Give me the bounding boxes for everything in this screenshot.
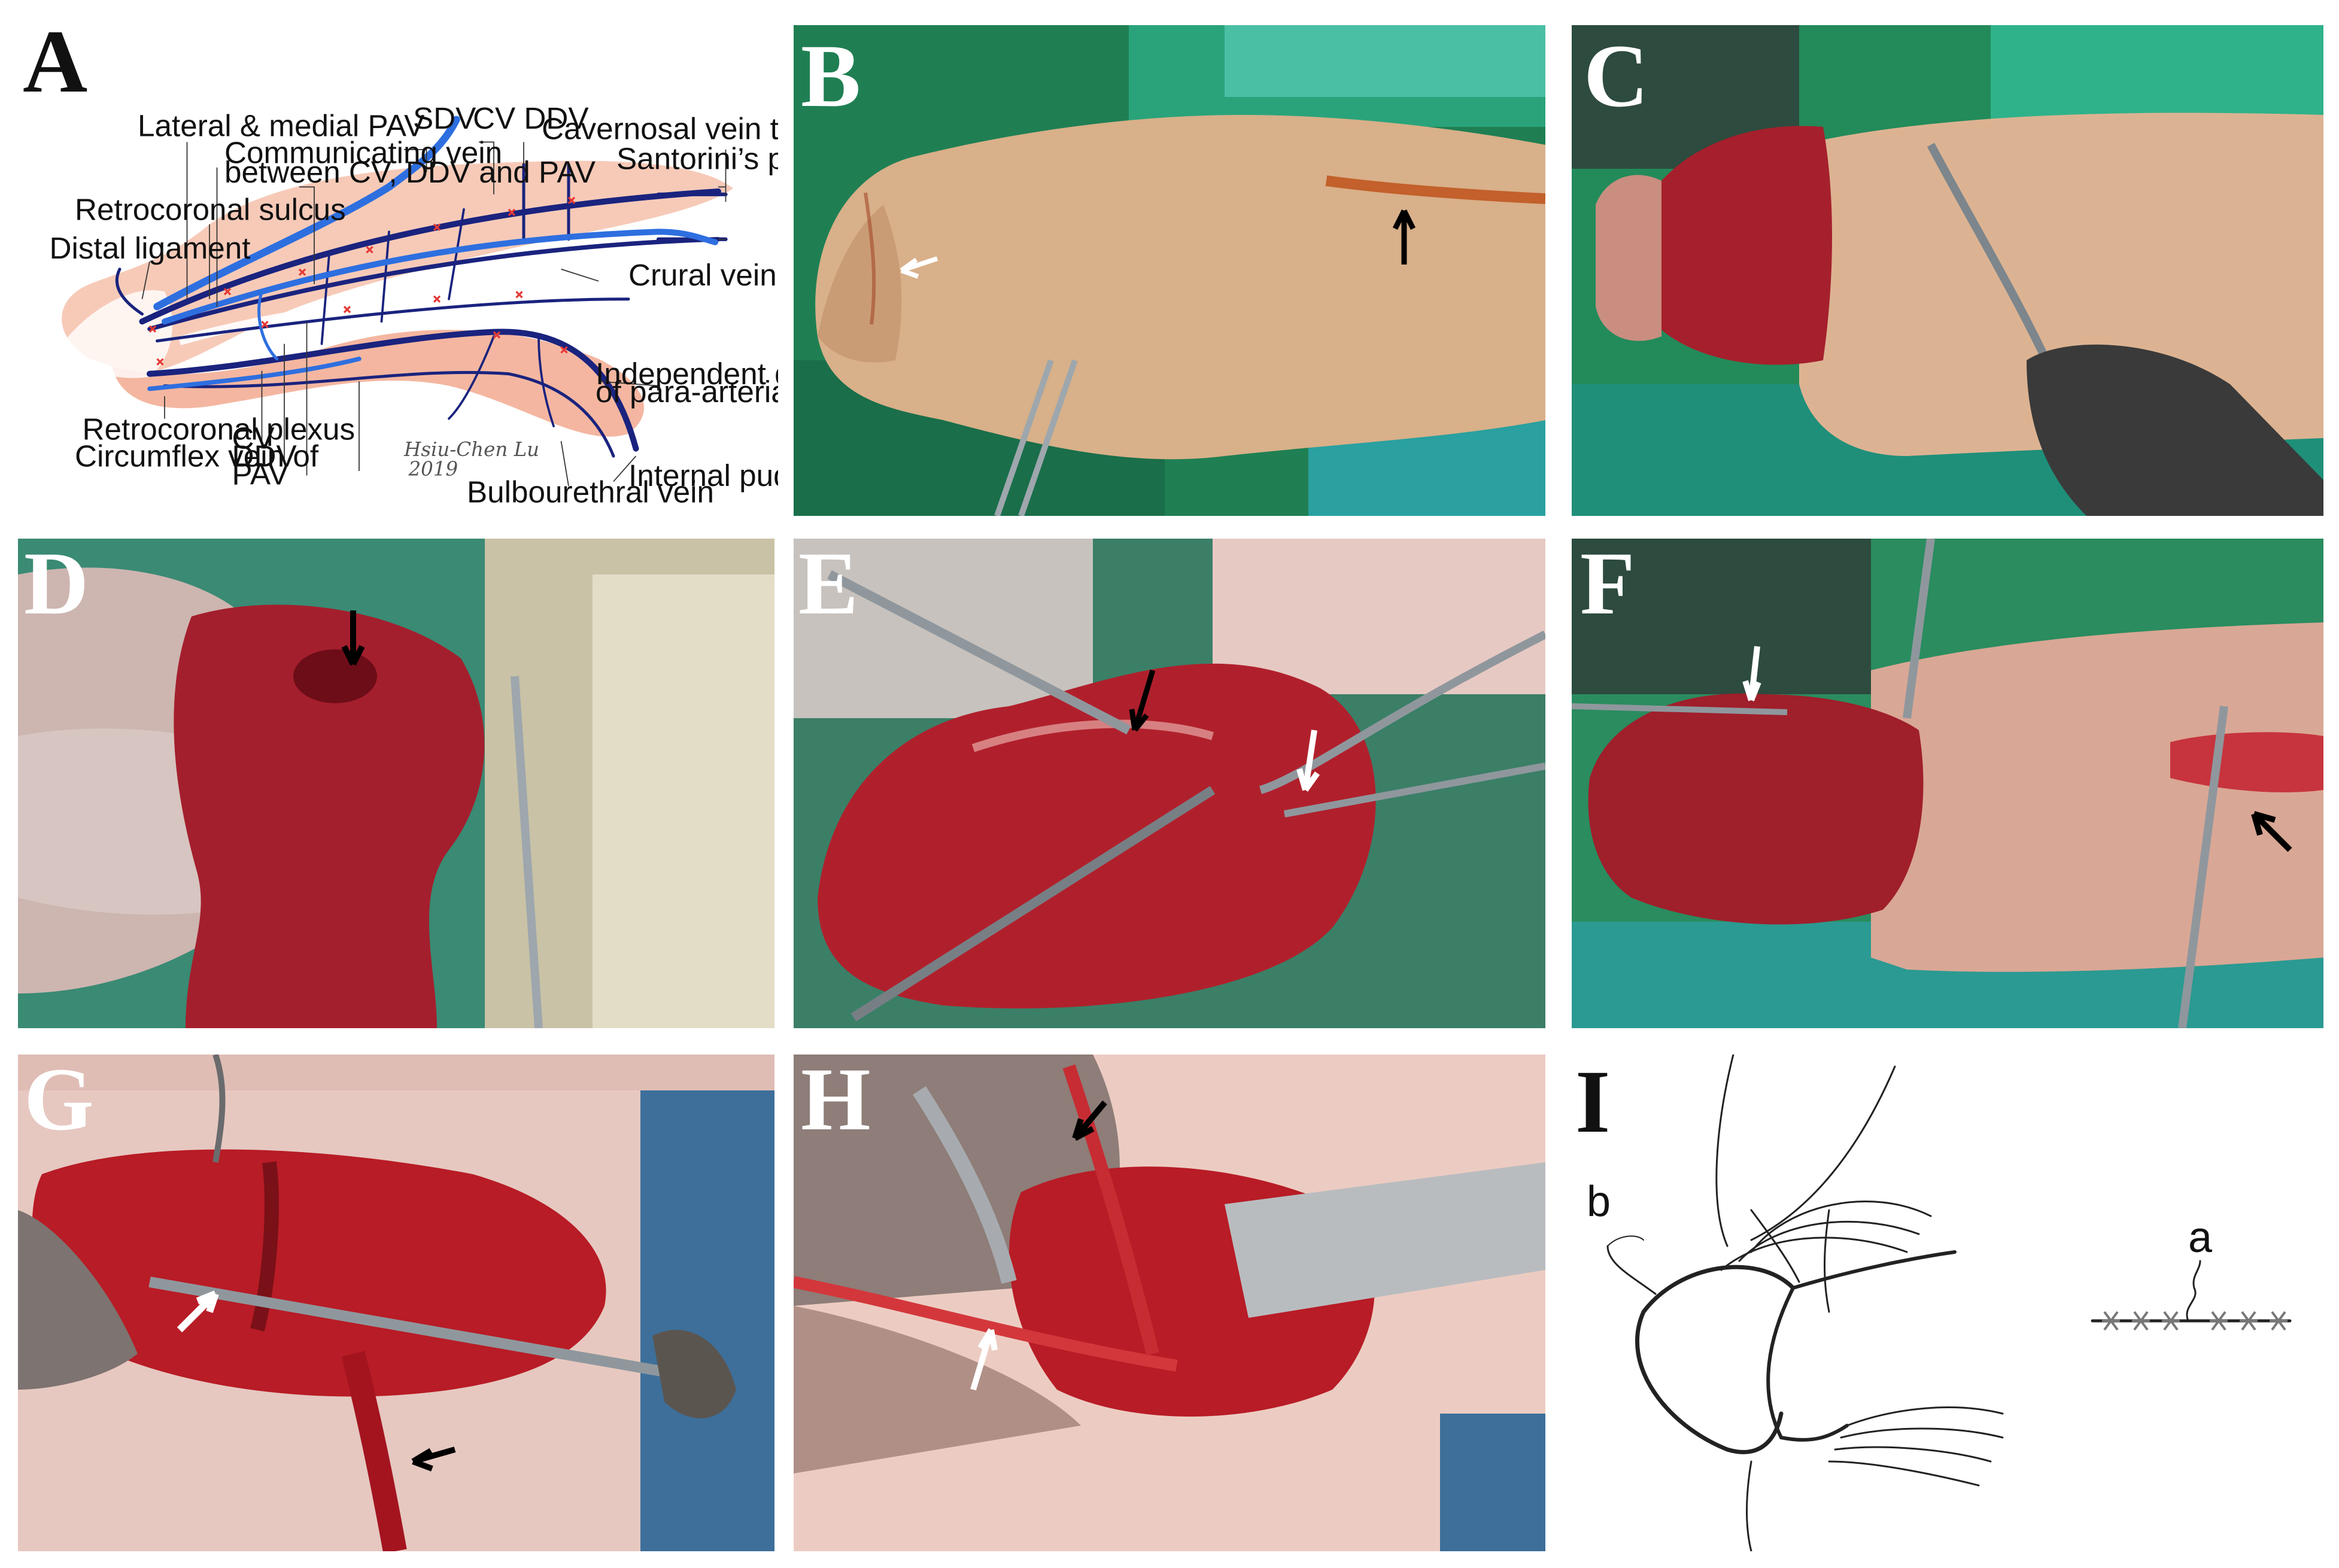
black-arrow-icon [1072,1100,1107,1141]
label-retrocoronal-sulcus: Retrocoronal sulcus [75,192,346,226]
retractor-shape [1225,1162,1545,1318]
forceps-shape [511,676,543,1028]
label-cv-ddv: CV DDV [473,101,589,135]
forceps-shape [827,570,1131,735]
black-arrow-icon [1129,669,1156,732]
venous-anatomy-diagram: Lateral & medial PAV Communicating vein … [50,101,779,509]
skin-shaft [815,115,1545,460]
panel-e-letter: E [798,539,859,633]
penile-body-shape [62,160,733,374]
panel-b-letter: B [801,26,861,126]
tunica-highlight [178,290,644,345]
photo-c [1572,25,2323,516]
hemostat-shape [148,1277,666,1377]
label-independent-drainage-2: of para-arterial vein [596,375,778,409]
photo-d [18,539,774,1028]
panel-f-letter: F [1580,539,1635,633]
black-arrow-icon [2251,811,2292,852]
illustrator-signature-year: 2019 [408,458,458,481]
panel-d: D [18,539,774,1028]
panel-b: B [794,25,1545,516]
glans-shape [60,290,173,378]
suture-stitches [2102,1311,2288,1331]
illustrator-signature: Hsiu-Chen Lu [403,438,539,461]
label-distal-ligament: Distal ligament [50,231,251,265]
black-arrow-icon [1392,209,1416,265]
panel-h: H [794,1055,1545,1551]
exposed-tissue [174,604,485,1028]
label-b: b [1587,1178,1611,1226]
white-arrow-icon [177,1290,219,1333]
ligation-points [148,196,576,366]
corpus-spongiosum-shape [112,330,645,437]
panel-d-letter: D [24,539,89,633]
forceps-shape [994,359,1078,516]
white-arrow-icon [900,256,938,279]
panel-f: F [1572,539,2323,1028]
label-ddv: DDV [232,439,297,473]
label-retrocoronal-plexus: Retrocoronal plexus [83,412,356,446]
label-internal-pudendal-vein: Internal pudendal vein [628,458,778,493]
photo-e [794,539,1545,1028]
photo-b [794,25,1545,516]
panel-e: E [794,539,1545,1028]
glans-outline [1635,1265,1796,1454]
suture-illustration: b a [1587,1055,2292,1551]
white-arrow-icon [1296,730,1320,792]
label-santorini-plexus: Santorini’s plexus [616,141,778,175]
label-crural-vein: Crural vein [628,258,777,292]
panel-c-letter: C [1584,26,1649,126]
label-sdv: SDV [413,101,476,135]
panel-c: C [1572,25,2323,516]
photo-g [18,1055,774,1551]
label-a: a [2188,1214,2213,1262]
superficial-veins [147,116,718,391]
panel-a-letter: A [23,12,88,111]
panel-i: b a I [1572,1055,2323,1551]
photo-h [794,1055,1545,1551]
label-leader-lines [141,141,727,487]
white-arrow-icon [1742,646,1761,701]
photo-f [1572,539,2323,1028]
panel-a: A [0,0,778,516]
label-cavernosal-vein: Cavernosal vein to left corpus [542,111,778,145]
exposed-tissue [1588,693,1924,925]
label-lateral-medial-pav: Lateral & medial PAV [138,108,424,142]
incision-mark [1325,175,1545,204]
panel-g-letter: G [24,1055,94,1149]
label-pav: PAV [232,457,289,491]
black-arrow-icon [341,610,365,666]
forceps-shape [1903,539,1935,719]
degloved-tissue [1633,126,1832,365]
label-bulbourethral-vein: Bulbourethral vein [467,475,714,509]
skin-shaft [1871,622,2323,972]
label-independent-drainage-1: Independent drainage [596,357,778,391]
white-arrow-icon [970,1328,998,1391]
label-communicating-vein-2: between CV, DDV and PAV [224,155,596,189]
label-communicating-vein-1: Communicating vein [224,135,502,169]
exposed-tissue [818,663,1376,1008]
isolated-vein [794,1276,1178,1372]
black-arrow-icon [411,1447,456,1472]
label-circumflex-vein-of: Circumflex vein of [75,439,319,473]
panel-g: G [18,1055,774,1551]
retractor-shape [18,1210,138,1390]
panel-i-letter: I [1575,1055,1611,1151]
panel-h-letter: H [801,1055,871,1149]
label-cv: CV [232,421,275,455]
deep-veins [115,163,728,458]
